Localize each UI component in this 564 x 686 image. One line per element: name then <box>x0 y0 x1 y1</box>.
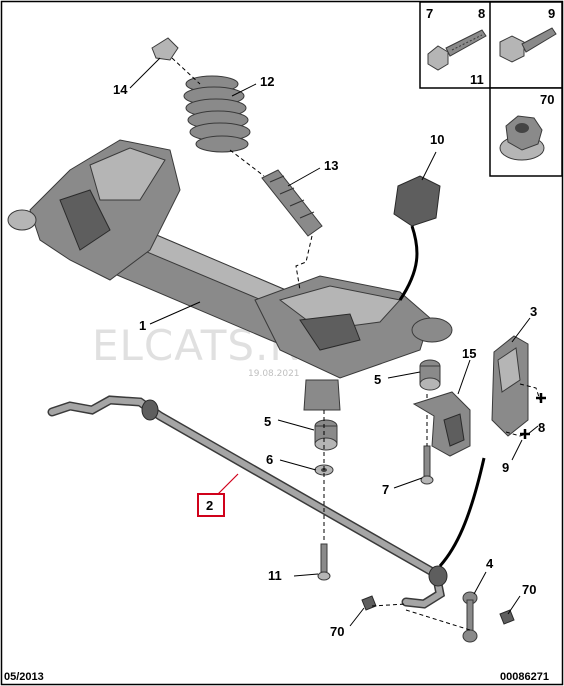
callout-15: 15 <box>462 346 476 361</box>
coil-spring-part <box>183 75 251 153</box>
spring-pad-part <box>151 37 179 61</box>
callout-10: 10 <box>430 132 444 147</box>
stabilizer-bracket-part <box>412 391 471 457</box>
silent-block-upper <box>419 359 441 391</box>
callout-2-highlight[interactable]: 2 <box>197 493 225 517</box>
callout-9: 9 <box>502 460 509 475</box>
inset-label-70: 70 <box>540 92 554 107</box>
inset-label-8: 8 <box>478 6 485 21</box>
watermark-date: 19.08.2021 <box>248 369 300 379</box>
callout-3: 3 <box>530 304 537 319</box>
footer-ref: 00086271 <box>500 671 549 683</box>
callout-11: 11 <box>268 568 282 583</box>
flange-nut-icon <box>499 115 545 161</box>
square-nut-left <box>361 595 377 611</box>
square-nut-right <box>499 609 515 625</box>
callout-13: 13 <box>324 158 338 173</box>
leader-pad-to-spring <box>171 57 201 85</box>
rubber-pad-part <box>393 175 441 227</box>
inset-label-11: 11 <box>470 72 484 87</box>
inset-bolt-box <box>419 1 563 89</box>
hex-bolt-icon <box>499 27 557 63</box>
bolt-11-part <box>317 543 331 581</box>
inset-label-9: 9 <box>548 6 555 21</box>
inset-label-7: 7 <box>426 6 433 21</box>
callout-12: 12 <box>260 74 274 89</box>
callout-leaders <box>129 57 539 627</box>
callout-5-upper: 5 <box>374 372 381 387</box>
flange-bolt-icon <box>427 29 487 71</box>
callout-1: 1 <box>139 318 146 333</box>
callout-70-right: 70 <box>522 582 536 597</box>
stabilizer-clamp-part <box>491 335 529 437</box>
callout-7: 7 <box>382 482 389 497</box>
callout-5-lower: 5 <box>264 414 271 429</box>
fastener-inset: 7 8 11 9 70 <box>419 1 563 177</box>
plus-marker-upper <box>536 393 546 403</box>
callout-70-left: 70 <box>330 624 344 639</box>
drop-link-part <box>462 591 478 643</box>
callout-8: 8 <box>538 420 545 435</box>
callout-14: 14 <box>113 82 128 97</box>
callout-2: 2 <box>206 498 213 513</box>
anti-roll-bar-part <box>47 395 448 609</box>
silent-block-lower <box>314 419 338 451</box>
subframe-part <box>7 139 453 411</box>
bolt-7-part <box>420 445 434 485</box>
callout-4: 4 <box>486 556 494 571</box>
bump-stop-part <box>261 169 323 237</box>
callout-6: 6 <box>266 452 273 467</box>
footer-date: 05/2013 <box>4 671 44 683</box>
